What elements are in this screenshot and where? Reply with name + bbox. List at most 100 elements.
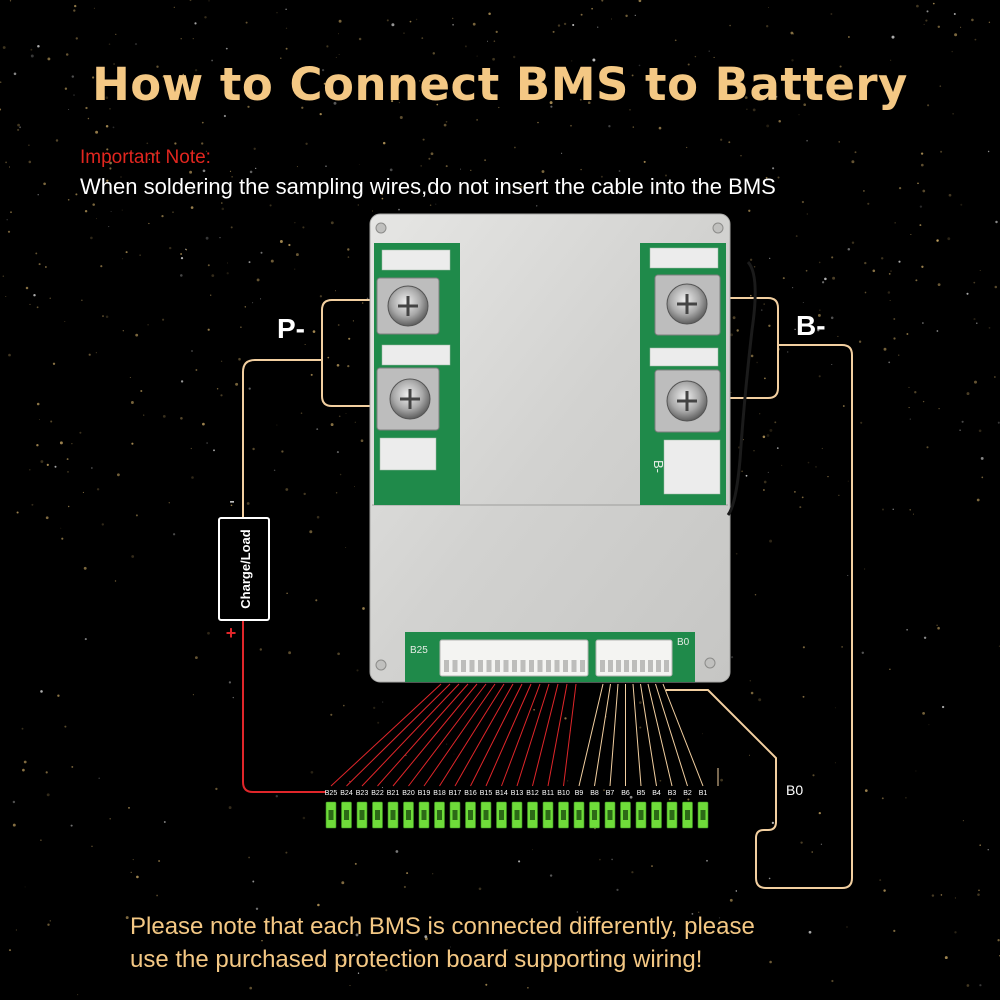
star-speck: [371, 210, 374, 212]
star-speck: [240, 326, 242, 329]
star-speck: [317, 903, 320, 907]
star-speck: [749, 680, 752, 682]
star-speck: [248, 856, 251, 859]
star-speck: [941, 705, 945, 709]
star-speck: [926, 446, 929, 449]
star-speck: [909, 418, 911, 420]
star-speck: [211, 274, 215, 277]
star-speck: [858, 340, 862, 343]
star-speck: [139, 254, 141, 256]
star-speck: [362, 607, 365, 610]
star-speck: [205, 150, 207, 152]
board-b0-marking: B0: [677, 637, 690, 648]
star-speck: [898, 354, 900, 356]
star-speck: [146, 142, 149, 145]
star-speck: [841, 646, 843, 648]
star-speck: [84, 638, 87, 641]
star-speck: [687, 798, 690, 801]
star-speck: [338, 415, 341, 418]
star-speck: [60, 527, 62, 529]
red-wire-positive: [242, 620, 326, 793]
star-speck: [848, 36, 850, 38]
sense-wire: [594, 683, 611, 787]
star-speck: [382, 141, 386, 145]
star-speck: [811, 851, 813, 853]
star-speck: [971, 18, 974, 22]
star-speck: [185, 249, 188, 251]
star-speck: [847, 575, 849, 576]
star-speck: [570, 124, 572, 127]
charge-load: Charge/Load - +: [218, 493, 270, 643]
star-speck: [803, 103, 807, 107]
sense-wire: [647, 683, 673, 787]
star-speck: [335, 492, 338, 494]
star-speck: [73, 94, 75, 96]
star-speck: [476, 55, 478, 57]
star-speck: [136, 875, 139, 879]
star-speck: [888, 273, 891, 275]
star-speck: [506, 949, 508, 951]
star-speck: [337, 77, 341, 81]
star-speck: [47, 57, 51, 61]
star-speck: [156, 65, 159, 68]
star-speck: [651, 865, 653, 868]
star-speck: [395, 850, 399, 853]
star-speck: [194, 22, 197, 25]
star-speck: [28, 160, 32, 164]
star-speck: [994, 376, 996, 378]
star-speck: [347, 364, 350, 368]
star-speck: [432, 52, 436, 55]
star-speck: [93, 7, 95, 9]
star-speck: [255, 907, 259, 911]
star-speck: [980, 456, 984, 460]
star-speck: [73, 9, 76, 12]
star-speck: [485, 983, 488, 986]
star-speck: [180, 253, 183, 255]
star-speck: [883, 889, 886, 892]
star-speck: [552, 30, 555, 33]
cell-terminal-slot: [359, 810, 365, 820]
star-speck: [842, 405, 845, 407]
star-speck: [643, 160, 646, 163]
star-speck: [245, 21, 248, 24]
star-speck: [838, 494, 840, 496]
star-speck: [639, 726, 642, 729]
star-speck: [36, 444, 39, 447]
star-speck: [135, 333, 139, 337]
star-speck: [424, 937, 428, 941]
star-speck: [213, 449, 215, 452]
star-speck: [339, 473, 342, 476]
star-speck: [937, 283, 941, 287]
sense-wire: [501, 683, 541, 787]
star-speck: [301, 106, 304, 109]
star-speck: [105, 315, 109, 319]
star-speck: [173, 6, 175, 8]
star-speck: [776, 447, 779, 449]
star-speck: [109, 167, 112, 170]
cell-label: B3: [668, 790, 677, 797]
star-speck: [0, 81, 2, 84]
star-speck: [768, 324, 771, 327]
star-speck: [279, 240, 283, 243]
star-speck: [653, 72, 655, 74]
star-speck: [122, 330, 124, 332]
star-speck: [343, 704, 345, 707]
star-speck: [68, 109, 70, 110]
star-speck: [316, 428, 319, 431]
star-speck: [754, 593, 757, 596]
star-speck: [446, 743, 448, 745]
star-speck: [249, 170, 253, 174]
cell-terminal-slot: [638, 810, 644, 820]
star-speck: [40, 839, 42, 842]
star-speck: [749, 258, 753, 261]
star-speck: [492, 57, 495, 61]
star-speck: [864, 568, 866, 570]
star-speck: [486, 87, 489, 90]
star-speck: [330, 713, 333, 716]
star-speck: [937, 626, 940, 630]
star-speck: [987, 849, 989, 851]
star-speck: [310, 373, 313, 376]
star-speck: [110, 211, 112, 212]
star-speck: [22, 768, 25, 772]
star-speck: [382, 701, 384, 703]
